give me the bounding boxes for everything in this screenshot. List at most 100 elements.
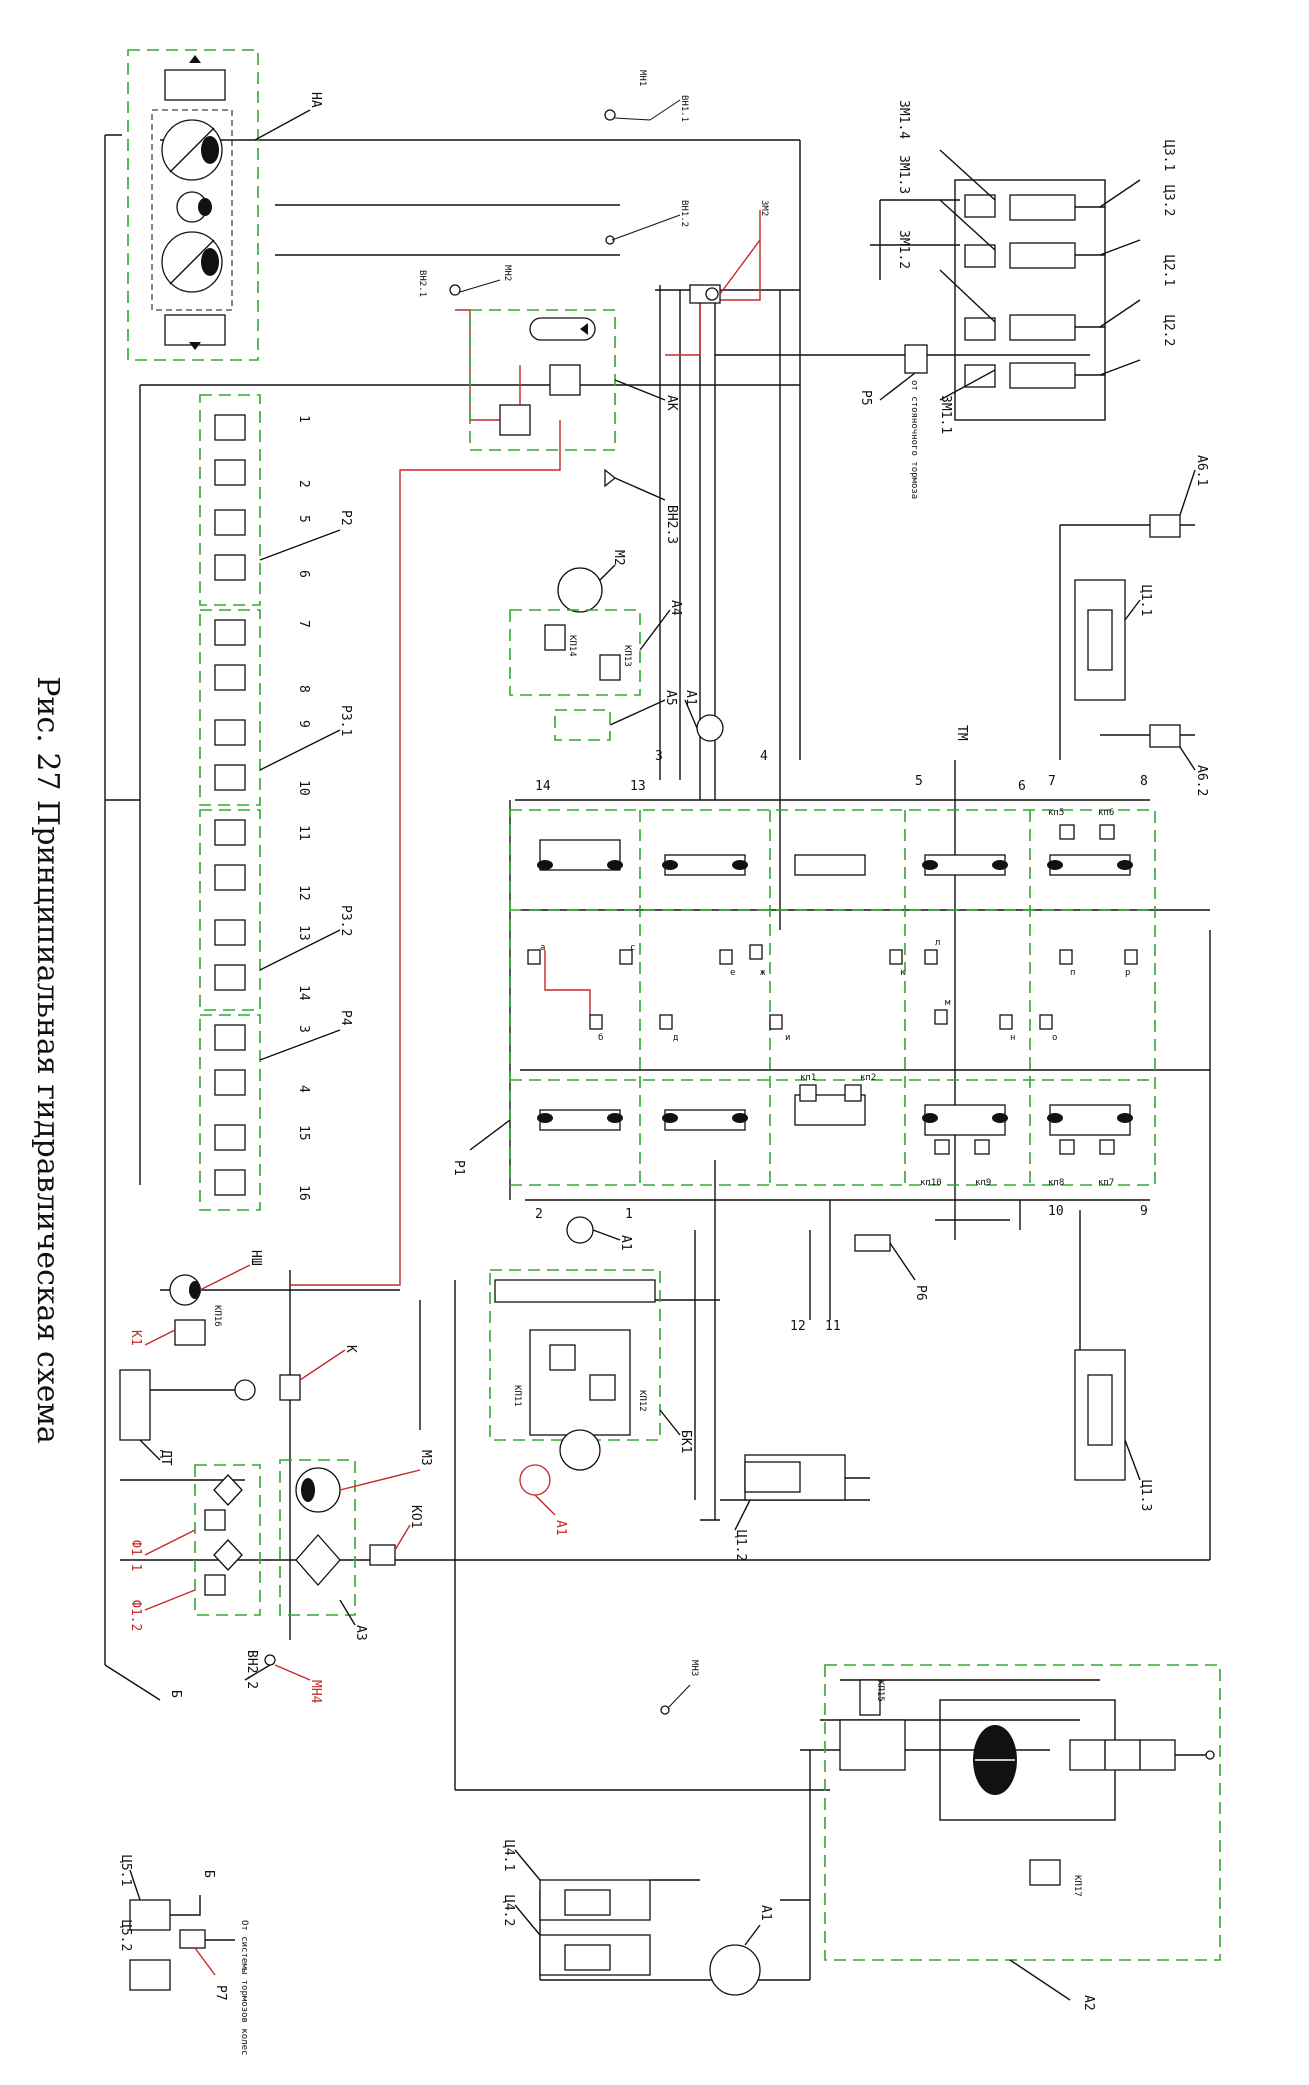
label-a6-2: А6.2 — [1194, 765, 1209, 796]
label-p3-2: Р3.2 — [338, 905, 353, 936]
port-numbers: 14 13 3 4 5 6 7 8 2 1 10 9 12 11 — [535, 749, 1148, 1334]
label-a1-top: А1 — [683, 690, 698, 706]
label-c5-2: Ц5.2 — [118, 1920, 133, 1951]
label-vn2-1: ВН2.1 — [417, 270, 427, 297]
label-kp11: КП11 — [512, 1385, 522, 1407]
brake-valve-zm2: ЗМ2 — [689, 200, 769, 304]
letter-m: м — [945, 998, 951, 1008]
label-c1-2: Ц1.2 — [733, 1530, 748, 1561]
label-c3-2: Ц3.2 — [1161, 185, 1176, 216]
label-k1: К1 — [128, 1330, 143, 1346]
cylinders-c3-c2: Ц3.1 Ц3.2 Ц2.1 Ц2.2 ЗМ1.4 ЗМ1.3 ЗМ1.2 ЗМ… — [858, 100, 1176, 499]
distribution-stacks: 1 2 5 6 7 8 9 10 11 12 13 14 3 4 15 16 Р… — [199, 394, 353, 1211]
letter-d: д — [673, 1033, 678, 1043]
label-dt: ДТ — [158, 1450, 173, 1466]
letter-r: р — [1125, 968, 1130, 978]
port-12: 12 — [790, 1319, 806, 1334]
label-p6: Р6 — [913, 1285, 928, 1301]
label-a1-bottom: А1 — [758, 1905, 773, 1921]
figure-title: Рис. 27 Принципиальная гидравлическая сх… — [30, 676, 65, 1444]
label-ko1: КО1 — [408, 1505, 423, 1528]
label-p7: Р7 — [213, 1985, 228, 2001]
label-c2-1: Ц2.1 — [1161, 255, 1176, 286]
label-f1-2: Ф1.2 — [128, 1600, 143, 1631]
label-p1: Р1 — [451, 1160, 466, 1176]
label-nsh: НШ — [248, 1250, 263, 1266]
label-mn3: МН3 — [689, 1660, 699, 1676]
label-kp15: КП15 — [875, 1680, 885, 1702]
letter-o: о — [1052, 1033, 1057, 1043]
label-c1-1: Ц1.1 — [1138, 585, 1153, 616]
stack-8: 8 — [296, 685, 311, 693]
stack-6: 6 — [296, 570, 311, 578]
block-bk1: КП11 КП12 БК1 А1 — [489, 1269, 693, 1536]
accumulator-a1-mid: А1 — [566, 1216, 633, 1251]
label-mn4: МН4 — [308, 1680, 323, 1704]
label-kp12: КП12 — [637, 1390, 647, 1412]
port-9: 9 — [1140, 1204, 1148, 1219]
label-c2-2: Ц2.2 — [1161, 315, 1176, 346]
letter-k: к — [900, 968, 906, 978]
stack-12: 12 — [296, 885, 311, 901]
gauge-mn3: МН3 — [660, 1660, 699, 1715]
label-kp13: КП13 — [622, 645, 632, 667]
stack-9: 9 — [296, 720, 311, 728]
port-6: 6 — [1018, 779, 1026, 794]
valve-p6: Р6 — [854, 1234, 928, 1301]
label-zm1-3: ЗМ1.3 — [896, 155, 911, 194]
label-a4: А4 — [668, 600, 683, 616]
label-p3-1: Р3.1 — [338, 705, 353, 736]
main-lines — [104, 134, 1211, 1981]
label-b: Б — [168, 1690, 183, 1698]
label-mn1: МН1 — [637, 70, 647, 86]
label-na: НА — [308, 92, 323, 108]
label-kp2: кп2 — [860, 1073, 876, 1083]
letter-i: и — [785, 1033, 790, 1043]
stack-4: 4 — [296, 1085, 311, 1093]
stack-16: 16 — [296, 1185, 311, 1201]
label-ak: АК — [664, 395, 679, 411]
cylinders-c4: Ц4.1 Ц4.2 А1 — [501, 1840, 773, 1996]
block-a2: КП15 КП17 А2 — [824, 1664, 1221, 2011]
label-kp5: кп5 — [1048, 808, 1064, 818]
label-c1-3: Ц1.3 — [1138, 1480, 1153, 1511]
port-7: 7 — [1048, 774, 1056, 789]
stack-5: 5 — [296, 515, 311, 523]
label-bk1: БК1 — [678, 1430, 693, 1453]
label-vn1-2: ВН1.2 — [679, 200, 689, 227]
label-b-c5: Б — [201, 1870, 216, 1878]
letter-zh: ж — [760, 968, 766, 978]
stack-15: 15 — [296, 1125, 311, 1141]
port-13: 13 — [630, 779, 646, 794]
label-kp16: КП16 — [212, 1305, 222, 1327]
label-c4-2: Ц4.2 — [501, 1895, 516, 1926]
label-vn1-1: ВН1.1 — [679, 95, 689, 122]
stack-3: 3 — [296, 1025, 311, 1033]
label-c3-1: Ц3.1 — [1161, 140, 1176, 171]
port-14: 14 — [535, 779, 551, 794]
label-kp8: кп8 — [1048, 1178, 1064, 1188]
motor-m2-block-a4: М2 КП14 КП13 А4 А5 А1 ТМ — [509, 550, 969, 742]
port-10: 10 — [1048, 1204, 1064, 1219]
letter-p: п — [1070, 968, 1075, 978]
port-2: 2 — [535, 1207, 543, 1222]
letter-n: н — [1010, 1033, 1015, 1043]
label-a1-mid: А1 — [618, 1235, 633, 1251]
label-a2: А2 — [1081, 1995, 1096, 2011]
filters-cooler: Ф1.1 Ф1.2 М3 КО1 А3 ВН2.2 МН4 Б — [104, 1450, 433, 1704]
label-parking-brake: от стояночного тормоза — [909, 380, 919, 499]
control-valve-block-p1: кп5 кп6 кп8 кп7 кп10 кп9 кп1 кп2 а б с д… — [451, 808, 1156, 1188]
stack-2: 2 — [296, 480, 311, 488]
port-3: 3 — [655, 749, 663, 764]
label-a1-bk: А1 — [553, 1520, 568, 1536]
pump-block-na: НА — [127, 49, 323, 361]
port-11: 11 — [825, 1319, 841, 1334]
gauges-top: МН1 ВН1.1 ВН1.2 МН2 ВН2.1 — [417, 70, 689, 297]
label-k: К — [343, 1345, 358, 1353]
accumulator-block-ak: АК ВН2.3 — [469, 309, 679, 544]
label-zm2: ЗМ2 — [759, 200, 769, 216]
label-a3: А3 — [353, 1625, 368, 1641]
label-m3: М3 — [418, 1450, 433, 1466]
label-p5: Р5 — [858, 390, 873, 406]
label-kp7: кп7 — [1098, 1178, 1114, 1188]
